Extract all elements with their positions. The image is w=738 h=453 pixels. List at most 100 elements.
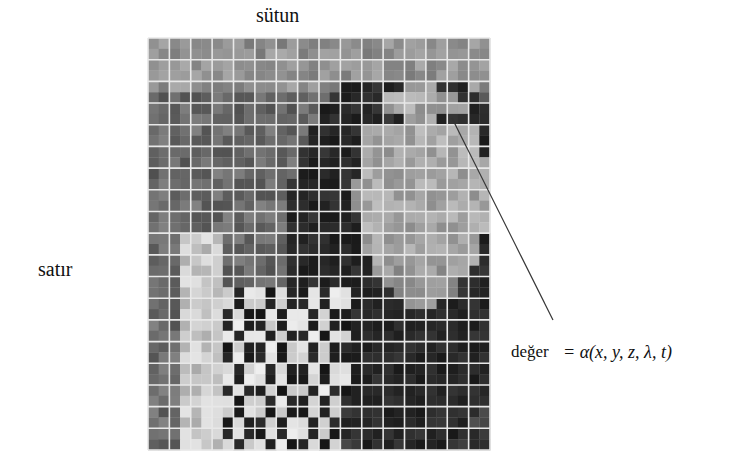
pixel (458, 266, 469, 277)
pixel (276, 60, 287, 71)
pixel (437, 363, 448, 374)
pixel (255, 233, 266, 244)
pixel (169, 81, 180, 92)
pixel (469, 38, 480, 49)
pixel (426, 114, 437, 125)
pixel (415, 201, 426, 212)
pixel (394, 233, 405, 244)
pixel (308, 374, 319, 385)
pixel (298, 168, 309, 179)
pixel (287, 374, 298, 385)
pixel (372, 222, 383, 233)
pixel (148, 222, 159, 233)
pixel (244, 407, 255, 418)
pixel (383, 60, 394, 71)
pixel (308, 211, 319, 222)
pixel (159, 146, 170, 157)
pixel (394, 103, 405, 114)
pixel (244, 342, 255, 353)
pixel (234, 201, 245, 212)
pixel (212, 255, 223, 266)
pixel (276, 342, 287, 353)
pixel (372, 352, 383, 363)
pixel (212, 385, 223, 396)
pixel (394, 201, 405, 212)
pixel (426, 417, 437, 428)
pixel (437, 439, 448, 450)
grid-line (148, 449, 490, 451)
pixel (298, 38, 309, 49)
pixel (394, 320, 405, 331)
pixel (234, 417, 245, 428)
pixel (244, 287, 255, 298)
pixel (308, 385, 319, 396)
pixel (234, 146, 245, 157)
pixel (255, 103, 266, 114)
pixel (234, 190, 245, 201)
pixel (340, 71, 351, 82)
pixel (340, 298, 351, 309)
pixel (479, 407, 490, 418)
pixel (180, 396, 191, 407)
pixel (308, 222, 319, 233)
pixel (255, 266, 266, 277)
pixel (394, 277, 405, 288)
pixel (383, 255, 394, 266)
pixel (415, 342, 426, 353)
pixel (234, 363, 245, 374)
pixel (159, 363, 170, 374)
pixel (458, 201, 469, 212)
pixel (372, 81, 383, 92)
pixel (479, 352, 490, 363)
pixel (266, 211, 277, 222)
grid-line (297, 38, 299, 450)
pixel (479, 439, 490, 450)
pixel (159, 179, 170, 190)
pixel (244, 277, 255, 288)
pixel (201, 342, 212, 353)
pixel (479, 233, 490, 244)
pixel (362, 287, 373, 298)
pixel (447, 331, 458, 342)
pixel (180, 136, 191, 147)
pixel (223, 49, 234, 60)
pixel (244, 211, 255, 222)
pixel (437, 222, 448, 233)
pixel (426, 255, 437, 266)
pixel (276, 428, 287, 439)
pixel (180, 146, 191, 157)
pixel (234, 179, 245, 190)
pixel (223, 277, 234, 288)
pixel (426, 60, 437, 71)
pixel (383, 125, 394, 136)
pixel (159, 38, 170, 49)
pixel (298, 352, 309, 363)
pixel (276, 233, 287, 244)
pixel (159, 190, 170, 201)
pixel (276, 38, 287, 49)
pixel (223, 92, 234, 103)
pixel (372, 211, 383, 222)
pixel (351, 103, 362, 114)
pixel (330, 428, 341, 439)
pixel (469, 114, 480, 125)
pixel (244, 168, 255, 179)
pixel (255, 222, 266, 233)
pixel (148, 168, 159, 179)
pixel (394, 298, 405, 309)
pixel (479, 146, 490, 157)
pixel (437, 407, 448, 418)
pixel (330, 179, 341, 190)
pixel (180, 266, 191, 277)
pixel (383, 266, 394, 277)
pixel (426, 342, 437, 353)
pixel (383, 352, 394, 363)
pixel (255, 352, 266, 363)
pixel (372, 38, 383, 49)
pixel (276, 385, 287, 396)
pixel (287, 320, 298, 331)
pixel (437, 374, 448, 385)
pixel (351, 439, 362, 450)
pixel (244, 320, 255, 331)
pixel (234, 342, 245, 353)
